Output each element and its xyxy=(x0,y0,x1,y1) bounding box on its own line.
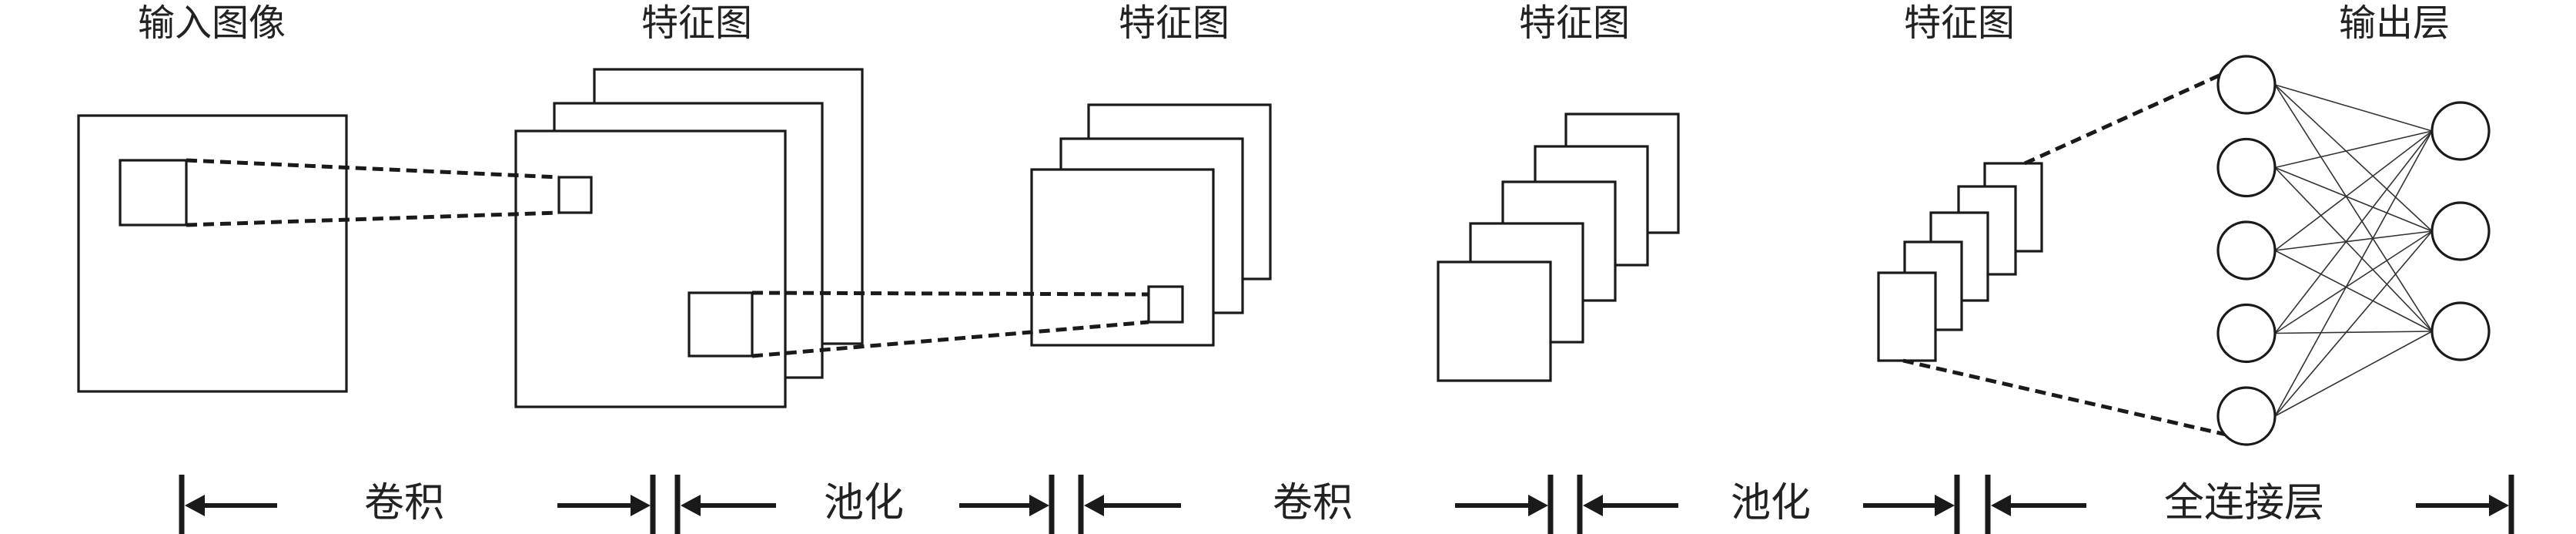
stage-pool-1-label: 池化 xyxy=(824,480,904,526)
fc-connection-line xyxy=(2274,230,2433,417)
stage-pool-2-label: 池化 xyxy=(1731,480,1811,526)
stage-fc-label: 全连接层 xyxy=(2164,480,2324,526)
conv2-source-window xyxy=(687,291,754,358)
fc-connection-line xyxy=(2274,130,2433,169)
feature-map-stack-2 xyxy=(1030,103,1272,347)
fc-connection-line xyxy=(2274,331,2433,334)
output-neuron xyxy=(2430,201,2491,261)
hidden-neuron xyxy=(2216,303,2277,364)
stage-arrow xyxy=(959,495,1049,516)
input-image-title: 输入图像 xyxy=(138,2,286,45)
conv2-projection-line xyxy=(751,320,1149,358)
feature-map-3-layer xyxy=(1437,260,1552,382)
stage-arrow xyxy=(2416,495,2509,516)
fc-connection-line xyxy=(2274,130,2433,417)
stage-arrow-head xyxy=(1991,495,2011,516)
fc-nodes xyxy=(2216,55,2491,446)
conv1-projection-line xyxy=(186,210,560,227)
fc-connection-line xyxy=(2274,84,2433,132)
stage-arrow xyxy=(1455,495,1548,516)
hidden-neuron xyxy=(2216,137,2277,198)
feature-map-2-title: 特征图 xyxy=(1119,2,1229,45)
stage-arrow xyxy=(1084,495,1181,516)
conv2-target-cell xyxy=(1147,285,1184,324)
output-neuron xyxy=(2430,101,2491,161)
output-neuron xyxy=(2430,301,2491,361)
stage-arrow-head xyxy=(185,495,205,516)
stage-arrow xyxy=(681,495,776,516)
fc-connection-line xyxy=(2274,130,2433,251)
stage-arrow-head xyxy=(1528,495,1548,516)
fc-connection-line xyxy=(2274,166,2433,232)
stage-arrow-head xyxy=(1084,495,1104,516)
fc-connection-line xyxy=(2274,331,2433,417)
fc-connection-line xyxy=(2274,84,2433,232)
conv1-target-cell xyxy=(557,176,593,214)
feature-map-stack-3 xyxy=(1437,113,1680,382)
input-image xyxy=(77,114,348,393)
fc-connection-line xyxy=(2274,250,2433,332)
feature-map-stack-4 xyxy=(1877,162,2043,362)
feature-map-4-layer xyxy=(1877,271,1937,362)
stage-conv-2-label: 卷积 xyxy=(1273,480,1353,526)
hidden-neuron xyxy=(2216,386,2277,446)
feature-map-3-title: 特征图 xyxy=(1519,2,1630,45)
fc-connection-line xyxy=(2274,230,2433,334)
fc-connection-line xyxy=(2274,166,2433,332)
stage-arrow-head xyxy=(681,495,701,516)
stage-arrow xyxy=(1583,495,1678,516)
fc-connection-line xyxy=(2274,84,2433,332)
feature-map-4-title: 特征图 xyxy=(1904,2,2015,45)
input-image-frame xyxy=(77,114,348,393)
stage-arrow-head xyxy=(1029,495,1049,516)
feature-map-1-title: 特征图 xyxy=(641,2,752,45)
feature-map-stack-1 xyxy=(514,68,864,408)
conv1-projection-line xyxy=(186,158,560,180)
stage-arrow-head xyxy=(1583,495,1603,516)
fc-projection-line xyxy=(1902,358,2247,442)
stage-arrow-head xyxy=(2489,495,2509,516)
fc-connections xyxy=(2274,84,2433,417)
hidden-neuron xyxy=(2216,55,2277,115)
hidden-neuron xyxy=(2216,220,2277,280)
fully-connected-network xyxy=(2216,55,2491,446)
projection-lines xyxy=(186,61,2248,442)
fc-projection-line xyxy=(2023,61,2248,166)
stage-arrow-head xyxy=(1935,495,1955,516)
stage-indicators: 卷积 池化 卷积 池化 全连接层 xyxy=(179,475,2514,534)
input-receptive-field xyxy=(119,159,188,227)
conv2-projection-line xyxy=(751,291,1149,297)
stage-arrow xyxy=(557,495,651,516)
fc-connection-line xyxy=(2274,130,2433,334)
stage-arrows xyxy=(185,495,2509,516)
feature-map-1-layer xyxy=(514,129,787,408)
stage-arrow-head xyxy=(631,495,651,516)
stage-arrow xyxy=(1863,495,1955,516)
stage-arrow xyxy=(1991,495,2086,516)
feature-map-2-layer xyxy=(1030,168,1215,347)
output-layer-title: 输出层 xyxy=(2339,2,2450,45)
fc-connection-line xyxy=(2274,230,2433,251)
stage-arrow xyxy=(185,495,277,516)
stage-conv-1-label: 卷积 xyxy=(364,480,444,526)
